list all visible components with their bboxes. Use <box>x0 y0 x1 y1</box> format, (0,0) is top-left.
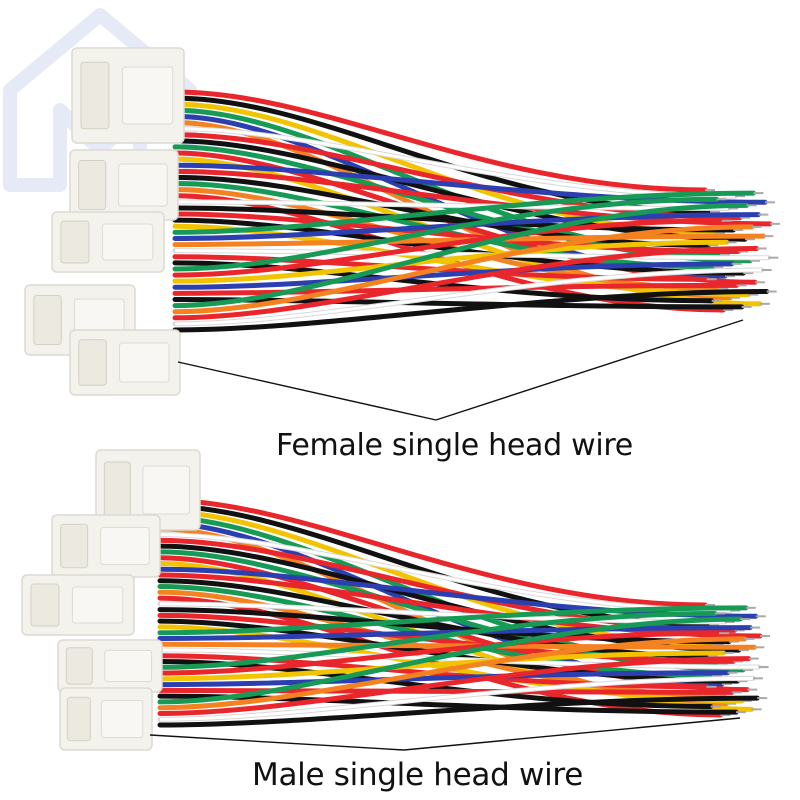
male-wire <box>157 650 726 682</box>
male-wire <box>157 616 743 705</box>
pointer-lines <box>149 319 744 751</box>
female-wire <box>172 282 740 296</box>
male-wire <box>157 670 731 688</box>
pointer-line-right-male <box>403 717 741 751</box>
female-wire <box>172 239 730 284</box>
female-wire <box>172 174 711 248</box>
connector-housing <box>100 699 144 739</box>
female-wire <box>172 224 755 315</box>
female-wire <box>172 218 725 278</box>
connector-latch <box>78 339 107 386</box>
female-wire <box>172 202 750 309</box>
male-wire <box>157 497 708 608</box>
connector-housing <box>104 649 153 683</box>
connector-latch <box>103 461 131 519</box>
male-caption: Male single head wire <box>252 757 583 793</box>
pointer-line-left-male <box>149 734 405 751</box>
connector-housing <box>119 342 170 383</box>
connector-latch <box>80 61 110 130</box>
connector-housing <box>118 163 168 207</box>
female-wire <box>172 245 760 321</box>
female-connectors <box>24 47 185 396</box>
connector-latch <box>78 160 107 210</box>
male-wire <box>159 602 725 624</box>
male-wire <box>157 687 735 695</box>
connector-latch <box>30 583 60 627</box>
female-wire <box>172 289 770 333</box>
female-wire <box>172 261 735 290</box>
connector-housing <box>142 465 191 515</box>
female-wire <box>172 233 766 248</box>
connector-latch <box>65 647 93 685</box>
connector-latch <box>66 696 91 742</box>
female-caption: Female single head wire <box>276 428 633 463</box>
male-wire <box>157 584 715 679</box>
female-wire <box>174 200 729 210</box>
connector-housing <box>121 66 174 125</box>
connector-housing <box>100 526 150 566</box>
male-wire <box>157 607 732 645</box>
male-wire <box>159 533 731 613</box>
male-wire <box>157 610 718 670</box>
female-wire <box>172 212 761 241</box>
male-wire <box>159 676 753 721</box>
male-wire <box>157 605 749 636</box>
female-wire <box>172 196 720 272</box>
female-wire <box>174 268 762 326</box>
connector-latch <box>60 220 90 264</box>
male-connectors <box>21 449 201 751</box>
female-wire <box>174 127 736 198</box>
connector-housing <box>101 223 154 261</box>
male-wire <box>157 630 722 676</box>
male-wire <box>157 695 760 728</box>
male-wire <box>157 641 757 650</box>
female-wire <box>172 89 708 193</box>
connector-housing <box>71 586 124 624</box>
female-wire <box>172 205 736 233</box>
male-wire-bundle <box>157 497 770 728</box>
male-wire <box>157 656 752 716</box>
female-wire <box>172 181 716 270</box>
male-wire <box>157 636 747 711</box>
connector-latch <box>60 523 89 569</box>
pointer-line-right-female <box>435 319 744 421</box>
male-wire <box>157 625 753 641</box>
pointer-line-left-female <box>177 361 437 421</box>
connector-latch <box>33 295 62 345</box>
male-wire <box>157 578 711 659</box>
female-wire <box>172 190 756 235</box>
female-wire-bundle <box>172 89 780 333</box>
